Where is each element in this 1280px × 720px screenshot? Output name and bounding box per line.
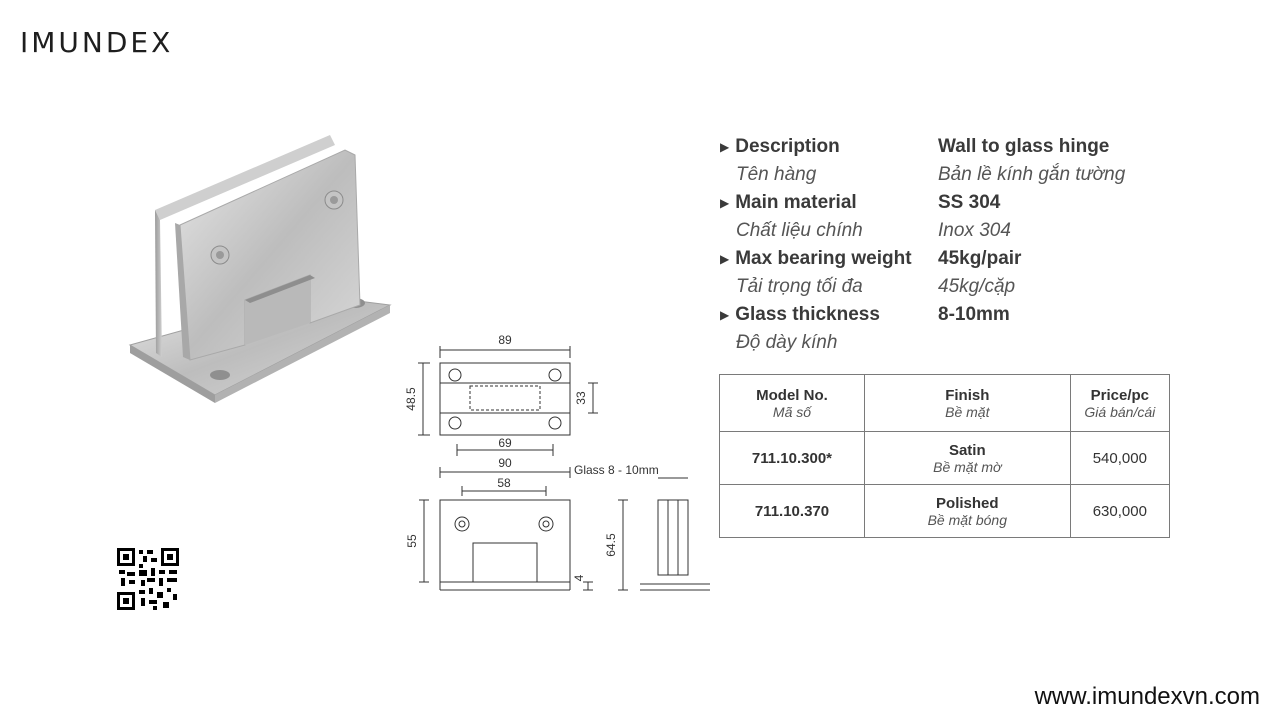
spec-list: ▶ Description Wall to glass hinge Tên hàn… — [720, 133, 1240, 357]
spec-row-glass-vi: Độ dày kính — [720, 329, 1240, 357]
spec-label: Glass thickness — [735, 304, 880, 325]
product-image — [128, 135, 392, 403]
dim-front-height: 55 — [405, 534, 419, 548]
spec-value-vi: Bản lề kính gắn tường — [938, 164, 1126, 185]
spec-row-material-vi: Chất liệu chính Inox 304 — [720, 217, 1240, 245]
spec-row-description: ▶ Description Wall to glass hinge — [720, 133, 1240, 161]
spec-row-description-vi: Tên hàng Bản lề kính gắn tường — [720, 161, 1240, 189]
spec-label: Max bearing weight — [735, 248, 912, 269]
dim-top-bottom: 69 — [498, 436, 512, 450]
dim-top-width: 89 — [498, 333, 512, 347]
spec-row-weight: ▶ Max bearing weight 45kg/pair — [720, 245, 1240, 273]
triangle-right-icon: ▶ — [720, 308, 730, 322]
dim-base-thickness: 4 — [572, 574, 586, 581]
spec-label-vi: Chất liệu chính — [736, 220, 863, 241]
dim-top-height: 48.5 — [404, 387, 418, 411]
dim-top-inner: 33 — [574, 391, 588, 405]
spec-label-vi: Độ dày kính — [736, 332, 838, 353]
spec-row-material: ▶ Main material SS 304 — [720, 189, 1240, 217]
triangle-right-icon: ▶ — [720, 252, 730, 266]
triangle-right-icon: ▶ — [720, 140, 730, 154]
brand-logo: IMUNDEX — [20, 26, 174, 59]
spec-label: Main material — [735, 192, 857, 213]
technical-drawing: 89 48.5 33 69 90 58 55 4 Glass 8 - 10mm … — [404, 333, 710, 591]
spec-value: 45kg/pair — [938, 248, 1022, 269]
header-model: Model No.Mã số — [719, 374, 865, 432]
triangle-right-icon: ▶ — [720, 196, 730, 210]
cell-price: 630,000 — [1069, 484, 1171, 538]
dim-front-inner: 58 — [497, 476, 511, 490]
dim-glass-note: Glass 8 - 10mm — [574, 463, 659, 477]
spec-row-glass: ▶ Glass thickness 8-10mm — [720, 301, 1240, 329]
dim-front-width: 90 — [498, 456, 512, 470]
qr-code-icon — [117, 548, 179, 610]
spec-value: SS 304 — [938, 192, 1001, 213]
spec-value: 8-10mm — [938, 304, 1010, 325]
cell-price: 540,000 — [1069, 431, 1171, 485]
spec-label-vi: Tải trọng tối đa — [736, 276, 863, 297]
spec-value: Wall to glass hinge — [938, 136, 1110, 157]
spec-label: Description — [735, 136, 840, 157]
spec-label-vi: Tên hàng — [736, 164, 817, 185]
dim-side-height: 64.5 — [604, 533, 618, 557]
spec-value-vi: 45kg/cặp — [938, 276, 1016, 297]
website-link[interactable]: www.imundexvn.com — [1034, 683, 1260, 710]
cell-model: 711.10.300* — [719, 431, 865, 485]
spec-value-vi: Inox 304 — [938, 220, 1011, 241]
spec-row-weight-vi: Tải trọng tối đa 45kg/cặp — [720, 273, 1240, 301]
cell-model: 711.10.370 — [719, 484, 865, 538]
